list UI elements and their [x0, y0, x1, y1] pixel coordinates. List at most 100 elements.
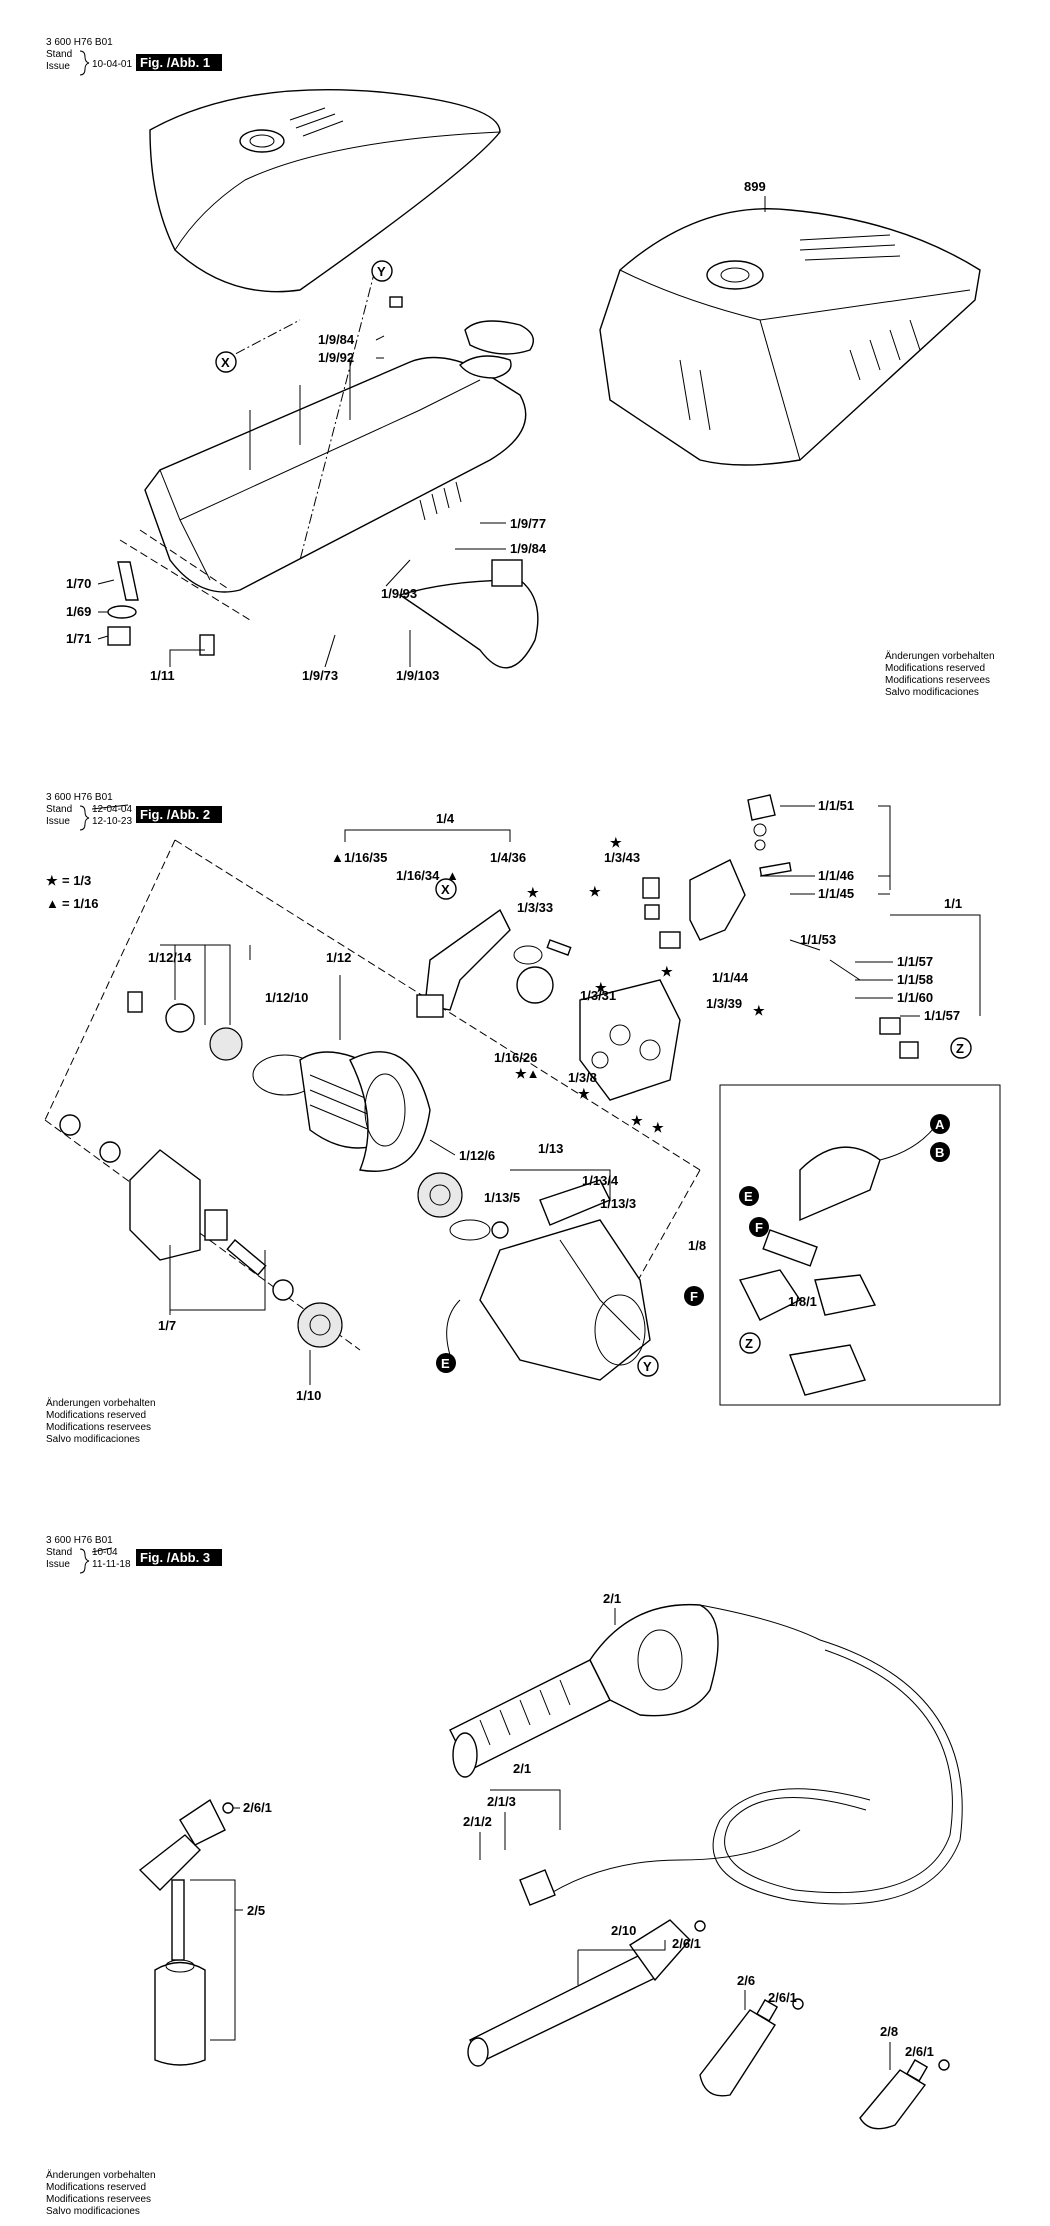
fig2-callout-z-top	[950, 1037, 972, 1059]
fig2-label-1-1-53: 1/1/53	[800, 932, 836, 947]
fig3-label-2-1-b: 2/1	[513, 1761, 531, 1776]
fig1-callout-y-text: Y	[377, 264, 386, 279]
fig2-label-1-3-39: 1/3/39	[706, 996, 742, 1011]
fig1-notice-de: Änderungen vorbehalten	[885, 650, 995, 662]
fig2-label-1-1: 1/1	[944, 896, 962, 911]
fig1-small-parts	[107, 296, 539, 669]
fig2-label-1-13: 1/13	[538, 1141, 563, 1156]
fig3-label-2-6-1-c: 2/6/1	[768, 1990, 797, 2005]
fig2-label-1-16-26: 1/16/26	[494, 1050, 537, 1065]
fig1-labels: 899 1/9/84 1/9/92 1/9/77 1/9/84 1/70 1/6…	[66, 179, 766, 683]
fig2-callout-z-bottom	[739, 1332, 761, 1354]
fig2-notice-de: Änderungen vorbehalten	[46, 1397, 156, 1409]
fig2-tag: Fig. /Abb. 2	[140, 807, 210, 822]
fig2-label-star-g: ★	[753, 1003, 765, 1018]
fig2-label-1-1-44: 1/1/44	[712, 970, 749, 985]
fig2-label-1-1-60: 1/1/60	[897, 990, 933, 1005]
fig2-header: 3 600 H76 B01 Stand Issue 12-04-04 12-10…	[46, 792, 222, 831]
figure-1: 3 600 H76 B01 Stand Issue 10-04-01 Fig. …	[46, 37, 995, 698]
fig3-label-2-5: 2/5	[247, 1903, 265, 1918]
fig2-label-star-b: ★	[595, 980, 607, 995]
fig2-label-1-8: 1/8	[688, 1238, 706, 1253]
fig2-label-1-1-58: 1/1/58	[897, 972, 933, 987]
fig2-label-1-12-6: 1/12/6	[459, 1148, 495, 1163]
fig1-assembly-lines	[119, 529, 251, 621]
fig2-legend-triangle-symbol: ▲	[46, 896, 59, 911]
fig2-label-1-16-34: 1/16/34	[396, 868, 440, 883]
fig2-label-1-7: 1/7	[158, 1318, 176, 1333]
fig1-tag: Fig. /Abb. 1	[140, 55, 210, 70]
fig1-lid	[149, 88, 501, 293]
fig2-stand-label: Stand	[46, 804, 72, 815]
fig2-callout-b-text: B	[935, 1145, 944, 1160]
fig2-labels: 1/4 1/16/35 ▲ 1/16/34 ▲ 1/4/36 1/3/43 ★ …	[148, 798, 981, 1403]
fig2-label-1-12-10: 1/12/10	[265, 990, 308, 1005]
fig2-label-star-e: ★	[652, 1120, 664, 1135]
fig2-label-1-3-33-marker: ★	[527, 885, 539, 900]
fig3-label-2-6-1-a: 2/6/1	[243, 1800, 272, 1815]
fig2-callout-a	[930, 1114, 950, 1134]
fig3-label-2-6-1-b: 2/6/1	[672, 1936, 701, 1951]
fig2-notice: Änderungen vorbehalten Modifications res…	[46, 1397, 156, 1445]
fig2-label-1-3-33: 1/3/33	[517, 900, 553, 915]
fig1-assembled-unit	[599, 208, 981, 466]
fig2-date: 12-10-23	[92, 816, 132, 827]
fig2-label-1-4: 1/4	[436, 811, 455, 826]
fig1-notice-es: Salvo modificaciones	[885, 687, 979, 698]
fig3-label-2-1-3: 2/1/3	[487, 1794, 516, 1809]
fig1-issue-label: Issue	[46, 61, 70, 72]
fig2-label-1-1-51: 1/1/51	[818, 798, 854, 813]
fig3-tag: Fig. /Abb. 3	[140, 1550, 210, 1565]
fig1-stand-label: Stand	[46, 49, 72, 60]
fig1-label-1-11: 1/11	[150, 668, 175, 683]
fig2-label-1-1-45: 1/1/45	[818, 886, 854, 901]
fig3-notice-de: Änderungen vorbehalten	[46, 2169, 156, 2181]
fig1-notice: Änderungen vorbehalten Modifications res…	[885, 650, 995, 698]
fig2-label-1-3-43: 1/3/43	[604, 850, 640, 865]
fig2-callout-f-left-text: F	[690, 1289, 698, 1304]
fig2-callout-e-right	[739, 1186, 759, 1206]
fig3-date: 11-11-18	[92, 1559, 131, 1570]
fig2-label-1-1-57-b: 1/1/57	[924, 1008, 960, 1023]
fig1-label-1-9-92: 1/9/92	[318, 350, 354, 365]
fig3-label-2-6: 2/6	[737, 1973, 755, 1988]
fig2-upper-parts	[416, 794, 919, 1101]
fig2-callout-a-text: A	[935, 1117, 945, 1132]
fig2-motor-housing	[446, 1179, 651, 1381]
fig2-notice-es: Salvo modificaciones	[46, 1434, 140, 1445]
fig2-label-1-16-35-marker: ▲	[331, 850, 344, 865]
fig2-callout-z-bottom-text: Z	[745, 1336, 753, 1351]
fig1-notice-en: Modifications reserved	[885, 663, 985, 674]
fig1-label-1-9-84-b: 1/9/84	[510, 541, 547, 556]
fig3-notice-en: Modifications reserved	[46, 2182, 146, 2193]
fig2-label-1-16-34-marker: ▲	[446, 868, 459, 883]
fig2-label-1-12-14: 1/12/14	[148, 950, 192, 965]
fig2-part-number: 3 600 H76 B01	[46, 792, 113, 803]
fig2-tag-background	[136, 806, 222, 823]
fig2-label-1-3-31: 1/3/31	[580, 988, 616, 1003]
fig2-callout-z-top-text: Z	[956, 1041, 964, 1056]
fig2-callouts: X Z Y E F A B E F Z	[435, 878, 972, 1377]
fig1-axis-y	[299, 269, 376, 561]
fig1-label-899: 899	[744, 179, 766, 194]
fig2-label-star-a: ★	[589, 884, 601, 899]
fig2-legend-star-text: = 1/3	[62, 873, 91, 888]
fig2-label-star-f: ★	[661, 964, 673, 979]
fig2-legend-star-symbol: ★	[46, 873, 58, 888]
fig1-part-number: 3 600 H76 B01	[46, 37, 113, 48]
fig2-label-1-8-1: 1/8/1	[788, 1294, 817, 1309]
fig1-label-1-70: 1/70	[66, 576, 91, 591]
fig1-label-1-71: 1/71	[66, 631, 91, 646]
fig3-spray-gun	[449, 1603, 963, 1906]
fig2-callout-e-left	[436, 1353, 456, 1373]
fig2-callout-x-text: X	[441, 882, 450, 897]
fig1-label-1-9-77: 1/9/77	[510, 516, 546, 531]
fig3-part-number: 3 600 H76 B01	[46, 1535, 113, 1546]
fig1-callout-x-text: X	[221, 355, 230, 370]
fig2-issue-label: Issue	[46, 816, 70, 827]
fig3-label-2-1-a: 2/1	[603, 1591, 621, 1606]
fig3-tag-background	[136, 1549, 222, 1566]
fig2-legend-triangle-text: = 1/16	[62, 896, 99, 911]
fig3-label-2-10: 2/10	[611, 1923, 636, 1938]
